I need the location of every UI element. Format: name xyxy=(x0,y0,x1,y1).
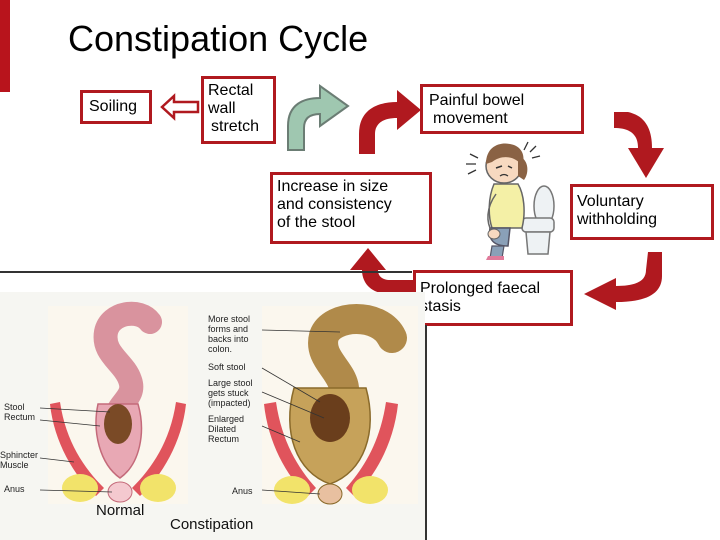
voluntary-line2: withholding xyxy=(577,211,658,228)
label-soft-stool: Soft stool xyxy=(208,362,246,372)
increase-line1: Increase in size xyxy=(277,178,389,195)
figure-top-line xyxy=(0,271,412,273)
label-large-stool: Large stool gets stuck (impacted) xyxy=(208,378,253,408)
caption-normal: Normal xyxy=(96,502,145,519)
increase-line3: of the stool xyxy=(277,214,356,231)
label-sphincter: Sphincter xyxy=(0,450,39,460)
figure-right-line xyxy=(425,325,427,540)
node-painful-bowel-movement: Painful bowel movement xyxy=(420,84,584,134)
curved-arrow-bottom-right-icon xyxy=(584,252,662,310)
curved-arrow-top-icon xyxy=(359,90,421,154)
label-enlarged-rectum: Enlarged Dilated Rectum xyxy=(208,414,244,444)
curved-arrow-bottom-left-icon xyxy=(350,248,414,294)
label-muscle: Muscle xyxy=(0,460,29,470)
label-anus-right: Anus xyxy=(232,486,253,496)
node-soiling-label: Soiling xyxy=(89,98,138,115)
node-soiling: Soiling xyxy=(80,90,152,124)
label-more-4: colon. xyxy=(208,344,233,354)
node-prolonged-faecal-stasis: Prolonged faecal stasis xyxy=(413,270,573,326)
rectal-line3: stretch xyxy=(211,118,260,135)
anatomy-drawing xyxy=(39,301,418,505)
label-enlarged-2: Dilated xyxy=(208,424,237,434)
label-enlarged-1: Enlarged xyxy=(208,414,245,424)
curved-arrow-right-icon xyxy=(614,112,664,178)
label-more-1: More stool xyxy=(208,314,251,324)
label-stool-rectum: Stool Rectum xyxy=(4,402,35,422)
slide-title: Constipation Cycle xyxy=(68,18,369,59)
node-increase-in-size: Increase in size and consistency of the … xyxy=(270,172,432,244)
arrow-left-icon xyxy=(160,93,200,121)
rectal-line2: wall xyxy=(208,100,236,117)
caption-constipation: Constipation xyxy=(170,516,254,533)
accent-bar xyxy=(0,0,10,92)
label-large-2: gets stuck xyxy=(208,388,249,398)
node-voluntary-withholding: Voluntary withholding xyxy=(570,184,714,240)
voluntary-line1: Voluntary xyxy=(577,193,644,210)
increase-line2: and consistency xyxy=(277,196,392,213)
label-rectum: Rectum xyxy=(4,412,36,422)
girl-on-toilet-illustration xyxy=(466,141,555,260)
label-more-2: forms and xyxy=(208,324,249,334)
painful-line2: movement xyxy=(433,110,508,127)
label-stool: Stool xyxy=(4,402,25,412)
label-sphincter-muscle: Sphincter Muscle xyxy=(0,450,38,470)
label-large-3: (impacted) xyxy=(208,398,251,408)
curved-up-arrow-icon xyxy=(287,84,350,151)
prolonged-line2: stasis xyxy=(420,298,461,315)
rectal-line1: Rectal xyxy=(208,82,254,99)
prolonged-line1: Prolonged faecal xyxy=(420,280,541,297)
anatomy-figure: Stool Rectum Sphincter Muscle Anus More … xyxy=(0,292,425,540)
label-enlarged-3: Rectum xyxy=(208,434,240,444)
label-more-stool: More stool forms and backs into colon. xyxy=(208,314,250,354)
label-anus-left: Anus xyxy=(4,484,25,494)
node-rectal-wall-stretch: Rectal wall stretch xyxy=(201,76,276,144)
painful-line1: Painful bowel xyxy=(429,92,525,109)
label-large-1: Large stool xyxy=(208,378,253,388)
label-more-3: backs into xyxy=(208,334,249,344)
